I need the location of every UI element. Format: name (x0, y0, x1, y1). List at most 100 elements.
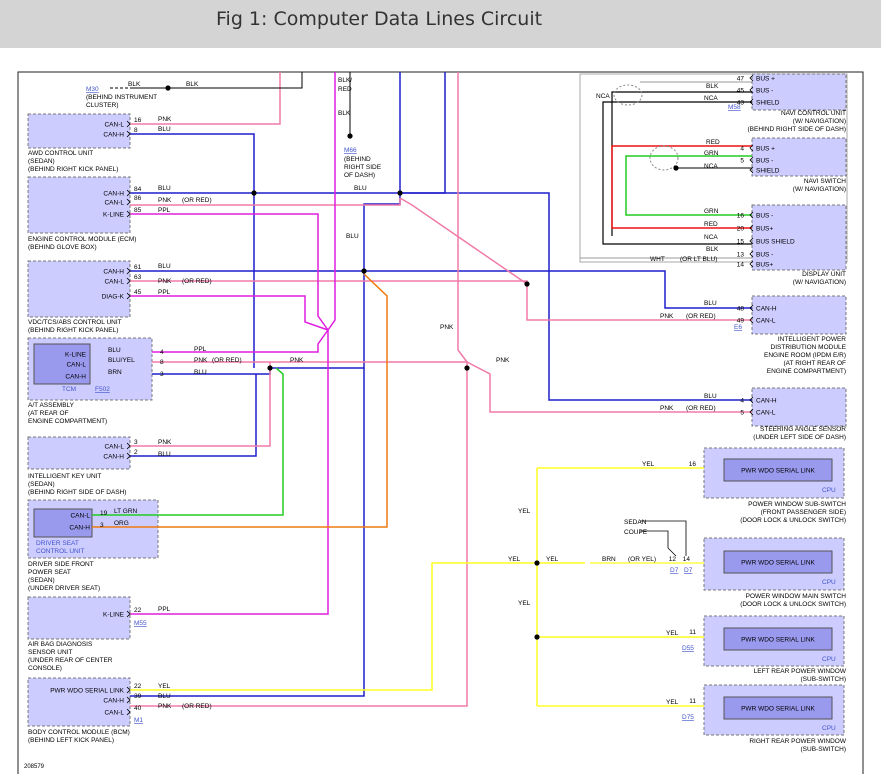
wire-color-label: (OR RED) (182, 278, 212, 285)
splice-dot (673, 165, 679, 171)
wire-color-label: BLU (354, 185, 367, 192)
dseat-caption-line: POWER SEAT (28, 569, 71, 576)
display-pin-number: 16 (737, 213, 745, 220)
lr-pw-pin-number: 11 (689, 629, 696, 636)
steer-pin-number: 5 (740, 410, 744, 417)
navi-switch-box (751, 137, 847, 177)
wire-color-label: YEL (642, 461, 655, 468)
tcm-inner-box (33, 343, 91, 385)
pin-terminal (126, 696, 131, 704)
ground-dot (347, 133, 353, 139)
airbag-caption-line: SENSOR UNIT (28, 649, 72, 656)
dseat-pin-number: 19 (100, 510, 108, 517)
tcm-label: TCM (62, 386, 76, 393)
bcm-caption-line: (BEHIND LEFT KICK PANEL) (28, 737, 114, 744)
airbag-caption-line: AIR BAG DIAGNOSIS (28, 641, 93, 648)
m66-caption-line: RIGHT SIDE (344, 164, 382, 171)
wire-color-label: BLU (158, 451, 171, 458)
navi_sw-pin-number: 5 (740, 158, 744, 165)
wire-ikey-canh (130, 374, 257, 457)
ecm-box (27, 176, 131, 234)
wire-color-label: PNK (290, 357, 304, 364)
wire-ecm-kline (130, 213, 329, 331)
m58-connector: M58 (728, 104, 741, 111)
dseat-pin-label: CAN-L (70, 513, 90, 520)
ecm-pin-number: 84 (134, 186, 142, 193)
ecm-caption-line: ENGINE CONTROL MODULE (ECM) (28, 236, 136, 243)
wire-color-label: BLU (158, 263, 171, 270)
tcm-pin-number: 8 (160, 359, 164, 366)
wire-color-label: PNK (158, 439, 172, 446)
wire-color-label: BLK/ (338, 77, 352, 84)
ikey-pin-label: CAN-L (104, 444, 124, 451)
rr_pw-inner-label: PWR WDO SERIAL LINK (741, 706, 815, 713)
splice-dot (534, 634, 540, 640)
navi_cu-caption-line: (BEHIND RIGHT SIDE OF DASH) (748, 126, 846, 133)
wire-color-label: YEL (518, 600, 531, 607)
wire-color-label: BLU (704, 393, 717, 400)
wire-color-label: PNK (660, 313, 674, 320)
d75-connector: D75 (682, 714, 694, 721)
wire-color-label: WHT (650, 256, 665, 263)
ecm-caption-line: (BEHIND GLOVE BOX) (28, 244, 97, 251)
m1-connector: M1 (134, 717, 143, 724)
wire-color-label: YEL (546, 556, 559, 563)
wire-color-label: YEL (518, 508, 531, 515)
vdc-pin-label: DIAG-K (102, 294, 125, 301)
wire-color-label: NCA (596, 93, 610, 100)
pin-terminal (126, 198, 131, 206)
pw_sub-caption-line: (DOOR LOCK & UNLOCK SWITCH) (740, 517, 846, 524)
ecm-pin-number: 86 (134, 195, 142, 202)
bcm-pin-label: CAN-H (103, 698, 124, 705)
navi_cu-pin-number: 43 (737, 100, 745, 107)
wire-navi-shield (602, 101, 752, 245)
display-pin-label: BUS+ (756, 262, 773, 269)
splice-dot (251, 190, 257, 196)
wire-color-label: BLU (158, 126, 171, 133)
wire-color-label: PNK (194, 357, 208, 364)
pin-terminal (126, 292, 131, 300)
wire-ikey-canl (130, 362, 271, 447)
pw_sub-caption-line: POWER WINDOW SUB-SWITCH (748, 501, 846, 508)
pw-main-pin-number: 12 (669, 556, 677, 563)
wire-awd-canh (130, 133, 255, 194)
tcm-caption-line: (AT REAR OF (28, 410, 69, 417)
awd-control-unit-box (27, 113, 131, 149)
wire-color-label: SEDAN (624, 519, 647, 526)
wire-color-label: YEL (508, 556, 521, 563)
pin-terminal (126, 189, 131, 197)
ipdm-caption-line: DISTRIBUTION MODULE (771, 344, 847, 351)
lr_pw-caption-line: (SUB-SWITCH) (801, 676, 847, 683)
ikey-caption-line: INTELLIGENT KEY UNIT (28, 473, 101, 480)
wire-color-label: PNK (158, 116, 172, 123)
pin-terminal (126, 686, 131, 694)
navi_cu-pin-label: SHIELD (756, 100, 780, 107)
wire-canh-steering (400, 192, 752, 401)
pin-terminal (749, 144, 754, 152)
m30-connector: M30 (86, 86, 99, 93)
driver-seat-label: CONTROL UNIT (36, 548, 85, 555)
wire-color-label: BLU (346, 233, 359, 240)
title-banner: Fig 1: Computer Data Lines Circuit (0, 0, 881, 48)
pin-terminal (749, 304, 754, 312)
ikey-pin-label: CAN-H (103, 454, 124, 461)
awd-pin-label: CAN-H (103, 132, 124, 139)
d7-connector: D7 (670, 567, 679, 574)
pw_sub-inner-label: PWR WDO SERIAL LINK (741, 468, 815, 475)
wire-navi-red (611, 145, 752, 229)
vdc-pin-label: CAN-H (103, 269, 124, 276)
wire-color-label: BLU (194, 369, 207, 376)
pin-terminal (749, 250, 754, 258)
shield-symbol (649, 145, 679, 171)
wire-color-label: NCA (704, 95, 718, 102)
wire-color-label: RED (704, 221, 718, 228)
bcm-caption-line: BODY CONTROL MODULE (BCM) (28, 729, 130, 736)
ikey-pin-number: 2 (134, 449, 138, 456)
d55-connector: D55 (682, 645, 694, 652)
pin-terminal (126, 610, 131, 618)
wire-color-label: YEL (666, 699, 679, 706)
wire-color-label: PNK (158, 197, 172, 204)
dseat-caption-line: DRIVER SIDE FRONT (28, 561, 94, 568)
ipdm-pin-label: CAN-L (756, 318, 776, 325)
ipdm-caption-line: INTELLIGENT POWER (778, 336, 846, 343)
